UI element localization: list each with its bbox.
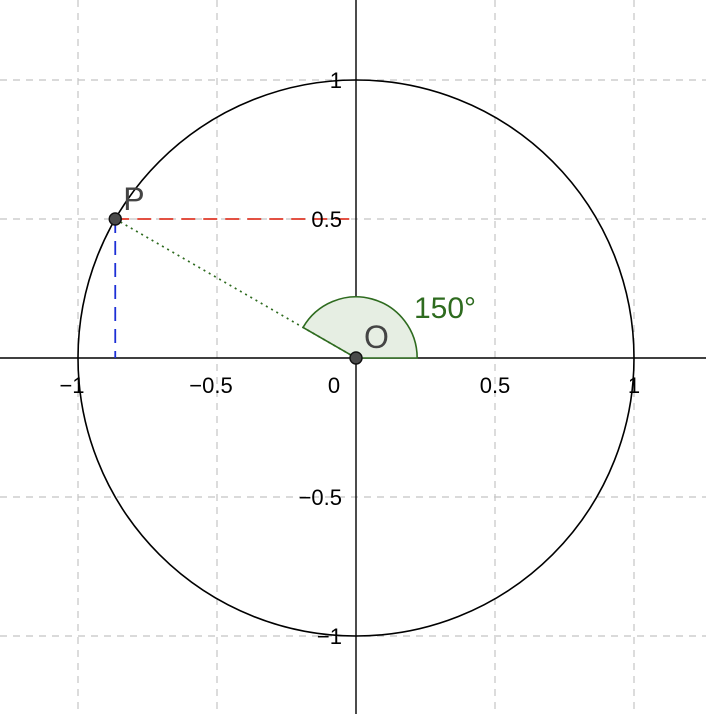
unit-circle [77,79,635,637]
y-tick-label: −1 [317,624,342,649]
angle-sector [301,296,418,359]
x-tick-label: −1 [59,373,84,398]
x-tick-labels: −1 −0.5 0 0.5 1 [59,373,640,398]
angle-label: 150° [414,292,476,325]
point-p-label: P [123,181,144,217]
point-p-marker[interactable] [108,212,122,226]
point-o-label: O [364,319,389,355]
point-o-marker[interactable] [349,351,363,365]
y-tick-label: 1 [330,68,342,93]
y-tick-label: 0.5 [311,207,342,232]
y-tick-labels: 1 0.5 −0.5 −1 [299,68,342,649]
radius-line [114,218,357,359]
x-tick-label: −0.5 [189,373,232,398]
y-tick-label: −0.5 [299,485,342,510]
x-tick-label: 0 [328,373,340,398]
x-tick-label: 1 [628,373,640,398]
x-tick-label: 0.5 [480,373,511,398]
